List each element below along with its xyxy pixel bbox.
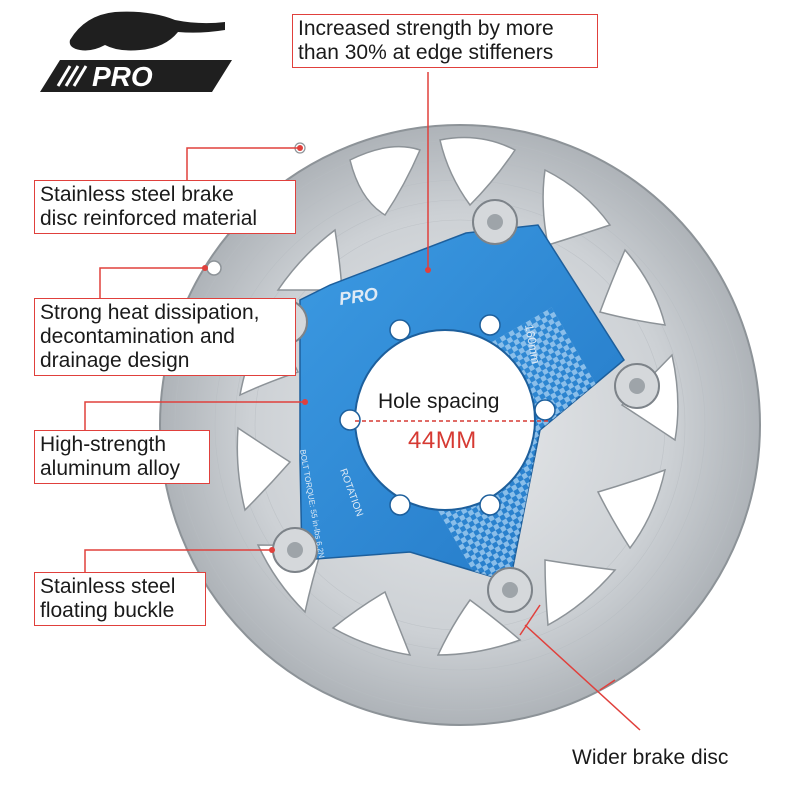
panther-icon — [69, 11, 225, 51]
callout-leaders — [84, 72, 641, 731]
brand-logo: PRO — [40, 11, 232, 92]
rotor-size-text: 160mm — [522, 323, 543, 365]
callout-buckle: Stainless steel floating buckle — [34, 572, 206, 627]
rotor-rim-hole — [206, 260, 222, 276]
hole-spacing-value: 44MM — [408, 427, 477, 454]
callout-alloy: High-strength aluminum alloy — [34, 430, 210, 485]
center-bore — [354, 329, 536, 511]
callout-material: Stainless steel brake disc reinforced ma… — [34, 180, 296, 235]
callout-dots — [202, 145, 431, 553]
logo-text: PRO — [92, 61, 153, 92]
callout-stiffeners: Increased strength by more than 30% at e… — [292, 14, 598, 69]
hole-spacing-label: Hole spacing — [378, 390, 500, 413]
callout-wider: Wider brake disc — [572, 746, 729, 769]
bolt-holes — [339, 314, 556, 516]
callout-heat: Strong heat dissipation, decontamination… — [34, 298, 296, 377]
